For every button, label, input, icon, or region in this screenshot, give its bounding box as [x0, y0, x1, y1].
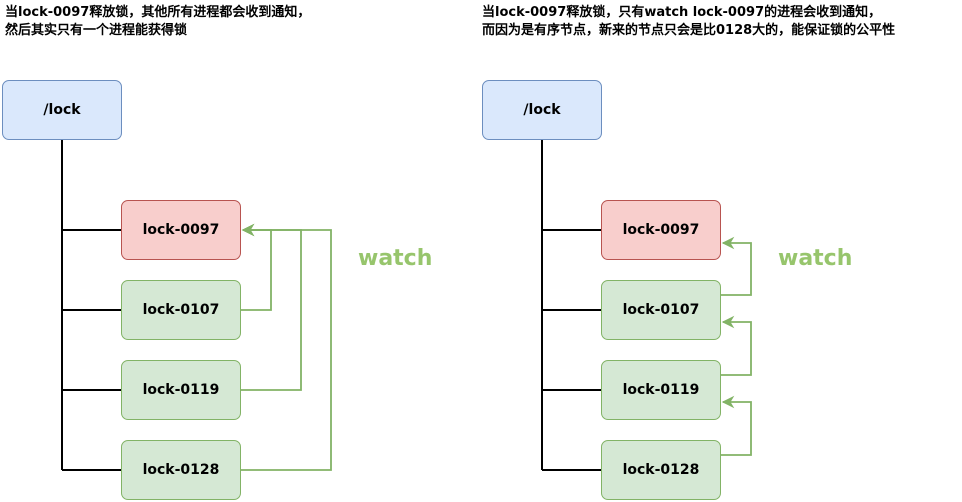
right-node-lock-0107: lock-0107: [601, 280, 721, 340]
left-node-lock-0097: lock-0097: [121, 200, 241, 260]
right-tree-connectors: [541, 140, 601, 471]
right-caption-line-1: 当lock-0097释放锁，只有watch lock-0097的进程会收到通知，: [482, 5, 882, 20]
left-node-lock-0128: lock-0128: [121, 440, 241, 500]
left-caption-line-1: 当lock-0097释放锁，其他所有进程都会收到通知，: [5, 5, 311, 20]
right-caption-line-2: 而因为是有序节点，新来的节点只会是比0128大的，能保证锁的公平性: [482, 23, 896, 38]
left-caption-line-2: 然后其实只有一个进程能获得锁: [5, 23, 188, 38]
left-node-lock-0119: lock-0119: [121, 360, 241, 420]
left-watch-arrow-0128: [241, 223, 332, 471]
right-watch-arrows: [721, 236, 752, 456]
left-caption: 当lock-0097释放锁，其他所有进程都会收到通知， 然后其实只有一个进程能获…: [5, 4, 310, 40]
left-tree-connectors: [61, 140, 121, 471]
right-node-lock-0097: lock-0097: [601, 200, 721, 260]
right-watch-arrow-0119-to-0107: [721, 315, 752, 376]
left-watch-arrow-0107: [241, 223, 272, 311]
right-watch-arrow-0107-to-0097: [721, 236, 752, 296]
left-watch-arrows: [241, 223, 332, 471]
left-node-lock-0107: lock-0107: [121, 280, 241, 340]
right-node-lock-0128: lock-0128: [601, 440, 721, 500]
right-watch-arrow-0128-to-0119: [721, 395, 752, 456]
left-lock-root-node: /lock: [2, 80, 122, 140]
right-watch-label: watch: [778, 246, 853, 271]
right-lock-root-node: /lock: [482, 80, 602, 140]
right-node-lock-0119: lock-0119: [601, 360, 721, 420]
left-watch-label: watch: [358, 246, 433, 271]
right-caption: 当lock-0097释放锁，只有watch lock-0097的进程会收到通知，…: [482, 4, 895, 40]
